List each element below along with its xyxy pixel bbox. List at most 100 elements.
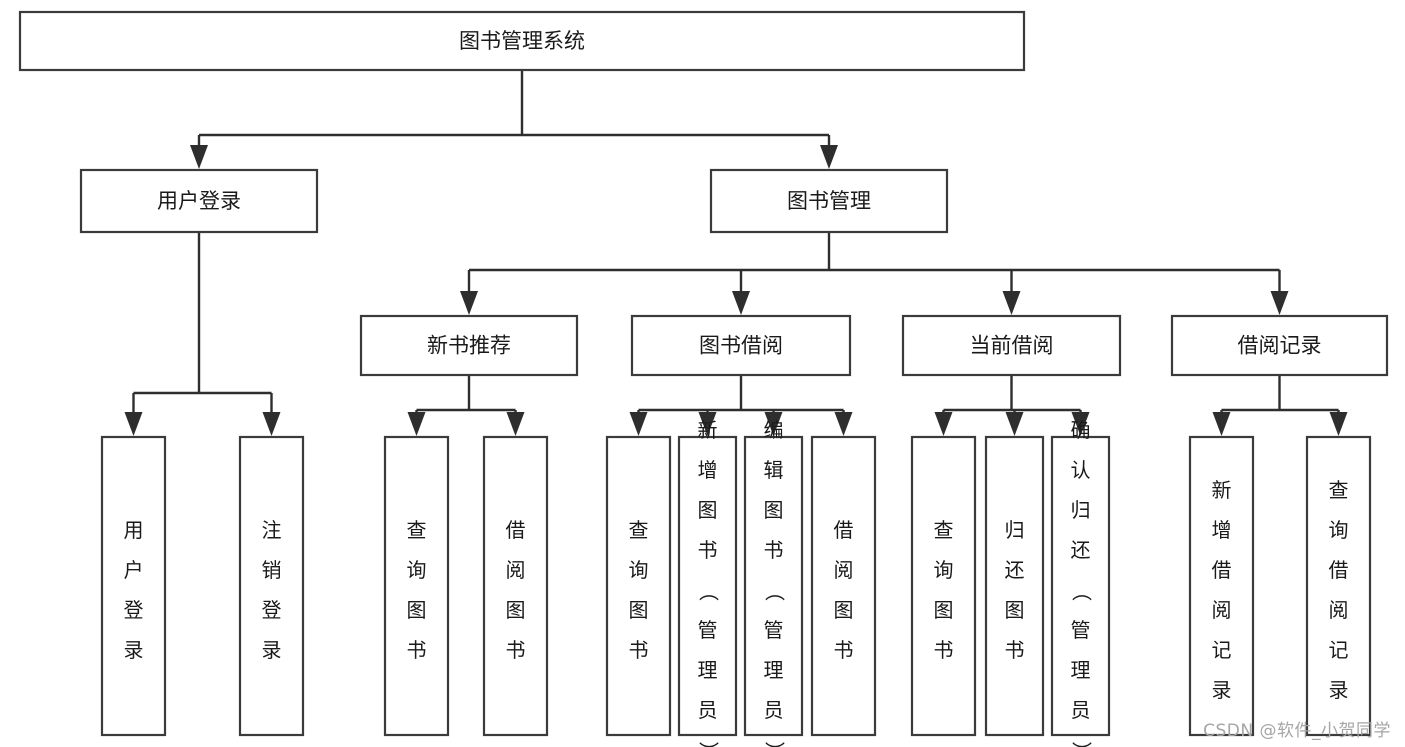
svg-text:书: 书 bbox=[764, 538, 784, 562]
svg-text:录: 录 bbox=[1212, 678, 1232, 702]
svg-text:查: 查 bbox=[1329, 478, 1349, 502]
arrowhead-icon bbox=[1005, 412, 1024, 436]
svg-text:增: 增 bbox=[698, 458, 718, 482]
arrowhead-icon bbox=[698, 412, 717, 436]
svg-text:图: 图 bbox=[834, 598, 854, 622]
node-label-level2-1: 图书管理 bbox=[787, 189, 871, 213]
svg-text:阅: 阅 bbox=[1212, 598, 1232, 622]
arrowhead-icon bbox=[1329, 412, 1348, 436]
svg-text:管: 管 bbox=[698, 618, 718, 642]
node-leaf-2[interactable] bbox=[383, 435, 450, 737]
svg-text:录: 录 bbox=[1329, 678, 1349, 702]
node-label-level2-0: 用户登录 bbox=[157, 189, 241, 213]
node-level2-0[interactable] bbox=[79, 168, 319, 234]
svg-text:（: （ bbox=[1070, 581, 1094, 601]
arrowhead-icon bbox=[834, 412, 853, 436]
svg-text:还: 还 bbox=[1005, 558, 1025, 582]
svg-text:员: 员 bbox=[1071, 698, 1091, 722]
svg-text:图: 图 bbox=[506, 598, 526, 622]
svg-text:查: 查 bbox=[407, 518, 427, 542]
svg-text:确: 确 bbox=[1071, 418, 1091, 442]
svg-text:图: 图 bbox=[698, 498, 718, 522]
svg-text:用: 用 bbox=[124, 518, 144, 542]
svg-text:书: 书 bbox=[629, 638, 649, 662]
arrowhead-icon bbox=[190, 145, 208, 169]
svg-text:）: ） bbox=[763, 741, 787, 747]
nodes-layer: 图书管理系统用户登录图书管理新书推荐图书借阅当前借阅借阅记录用户登录注销登录查询… bbox=[18, 10, 1389, 747]
svg-text:理: 理 bbox=[1071, 658, 1091, 682]
svg-text:借: 借 bbox=[834, 518, 854, 542]
arrowhead-icon bbox=[1270, 291, 1289, 315]
node-leaf-5[interactable] bbox=[677, 435, 738, 737]
node-label-level3-1: 图书借阅 bbox=[699, 334, 783, 358]
svg-text:注: 注 bbox=[262, 518, 282, 542]
svg-text:管: 管 bbox=[764, 618, 784, 642]
arrowhead-icon bbox=[124, 412, 143, 436]
svg-text:归: 归 bbox=[1005, 518, 1025, 542]
svg-text:还: 还 bbox=[1071, 538, 1091, 562]
node-level3-3[interactable] bbox=[1170, 314, 1389, 377]
svg-text:阅: 阅 bbox=[1329, 598, 1349, 622]
svg-text:记: 记 bbox=[1212, 638, 1232, 662]
node-level3-1[interactable] bbox=[630, 314, 852, 377]
node-leaf-7[interactable] bbox=[810, 435, 877, 737]
node-label-level3-0: 新书推荐 bbox=[427, 334, 511, 358]
svg-text:查: 查 bbox=[934, 518, 954, 542]
arrowhead-icon bbox=[629, 412, 648, 436]
node-level3-0[interactable] bbox=[359, 314, 579, 377]
node-leaf-1[interactable] bbox=[238, 435, 305, 737]
svg-text:辑: 辑 bbox=[764, 458, 784, 482]
arrowhead-icon bbox=[1002, 291, 1021, 315]
svg-text:理: 理 bbox=[698, 658, 718, 682]
watermark-text: CSDN @软件_小贺同学 bbox=[1203, 721, 1391, 741]
node-leaf-12[interactable] bbox=[1305, 435, 1372, 737]
svg-text:图: 图 bbox=[1005, 598, 1025, 622]
node-leaf-8[interactable] bbox=[910, 435, 977, 737]
svg-text:录: 录 bbox=[262, 638, 282, 662]
svg-text:询: 询 bbox=[629, 558, 649, 582]
svg-text:询: 询 bbox=[407, 558, 427, 582]
svg-text:员: 员 bbox=[764, 698, 784, 722]
node-leaf-11[interactable] bbox=[1188, 435, 1255, 737]
svg-text:（: （ bbox=[763, 581, 787, 601]
svg-text:借: 借 bbox=[506, 518, 526, 542]
node-leaf-3[interactable] bbox=[482, 435, 549, 737]
svg-text:理: 理 bbox=[764, 658, 784, 682]
arrowhead-icon bbox=[764, 412, 783, 436]
node-root-图书管理系统[interactable] bbox=[18, 10, 1026, 72]
arrowhead-icon bbox=[506, 412, 525, 436]
svg-text:图: 图 bbox=[764, 498, 784, 522]
node-leaf-10[interactable] bbox=[1050, 435, 1111, 737]
node-leaf-6[interactable] bbox=[743, 435, 804, 737]
svg-text:）: ） bbox=[697, 741, 721, 747]
svg-text:（: （ bbox=[697, 581, 721, 601]
arrowhead-icon bbox=[407, 412, 426, 436]
svg-text:登: 登 bbox=[124, 598, 144, 622]
arrowhead-icon bbox=[262, 412, 281, 436]
node-label-level3-3: 借阅记录 bbox=[1238, 334, 1322, 358]
svg-text:图: 图 bbox=[407, 598, 427, 622]
svg-text:书: 书 bbox=[698, 538, 718, 562]
arrowhead-icon bbox=[934, 412, 953, 436]
node-level3-2[interactable] bbox=[901, 314, 1122, 377]
node-leaf-0[interactable] bbox=[100, 435, 167, 737]
svg-text:书: 书 bbox=[407, 638, 427, 662]
arrowhead-icon bbox=[820, 145, 838, 169]
node-leaf-4[interactable] bbox=[605, 435, 672, 737]
node-level2-1[interactable] bbox=[709, 168, 949, 234]
svg-text:图: 图 bbox=[629, 598, 649, 622]
svg-text:记: 记 bbox=[1329, 638, 1349, 662]
node-leaf-9[interactable] bbox=[984, 435, 1045, 737]
svg-text:书: 书 bbox=[506, 638, 526, 662]
svg-text:书: 书 bbox=[934, 638, 954, 662]
node-label-root: 图书管理系统 bbox=[459, 29, 585, 53]
svg-text:）: ） bbox=[1070, 741, 1094, 747]
